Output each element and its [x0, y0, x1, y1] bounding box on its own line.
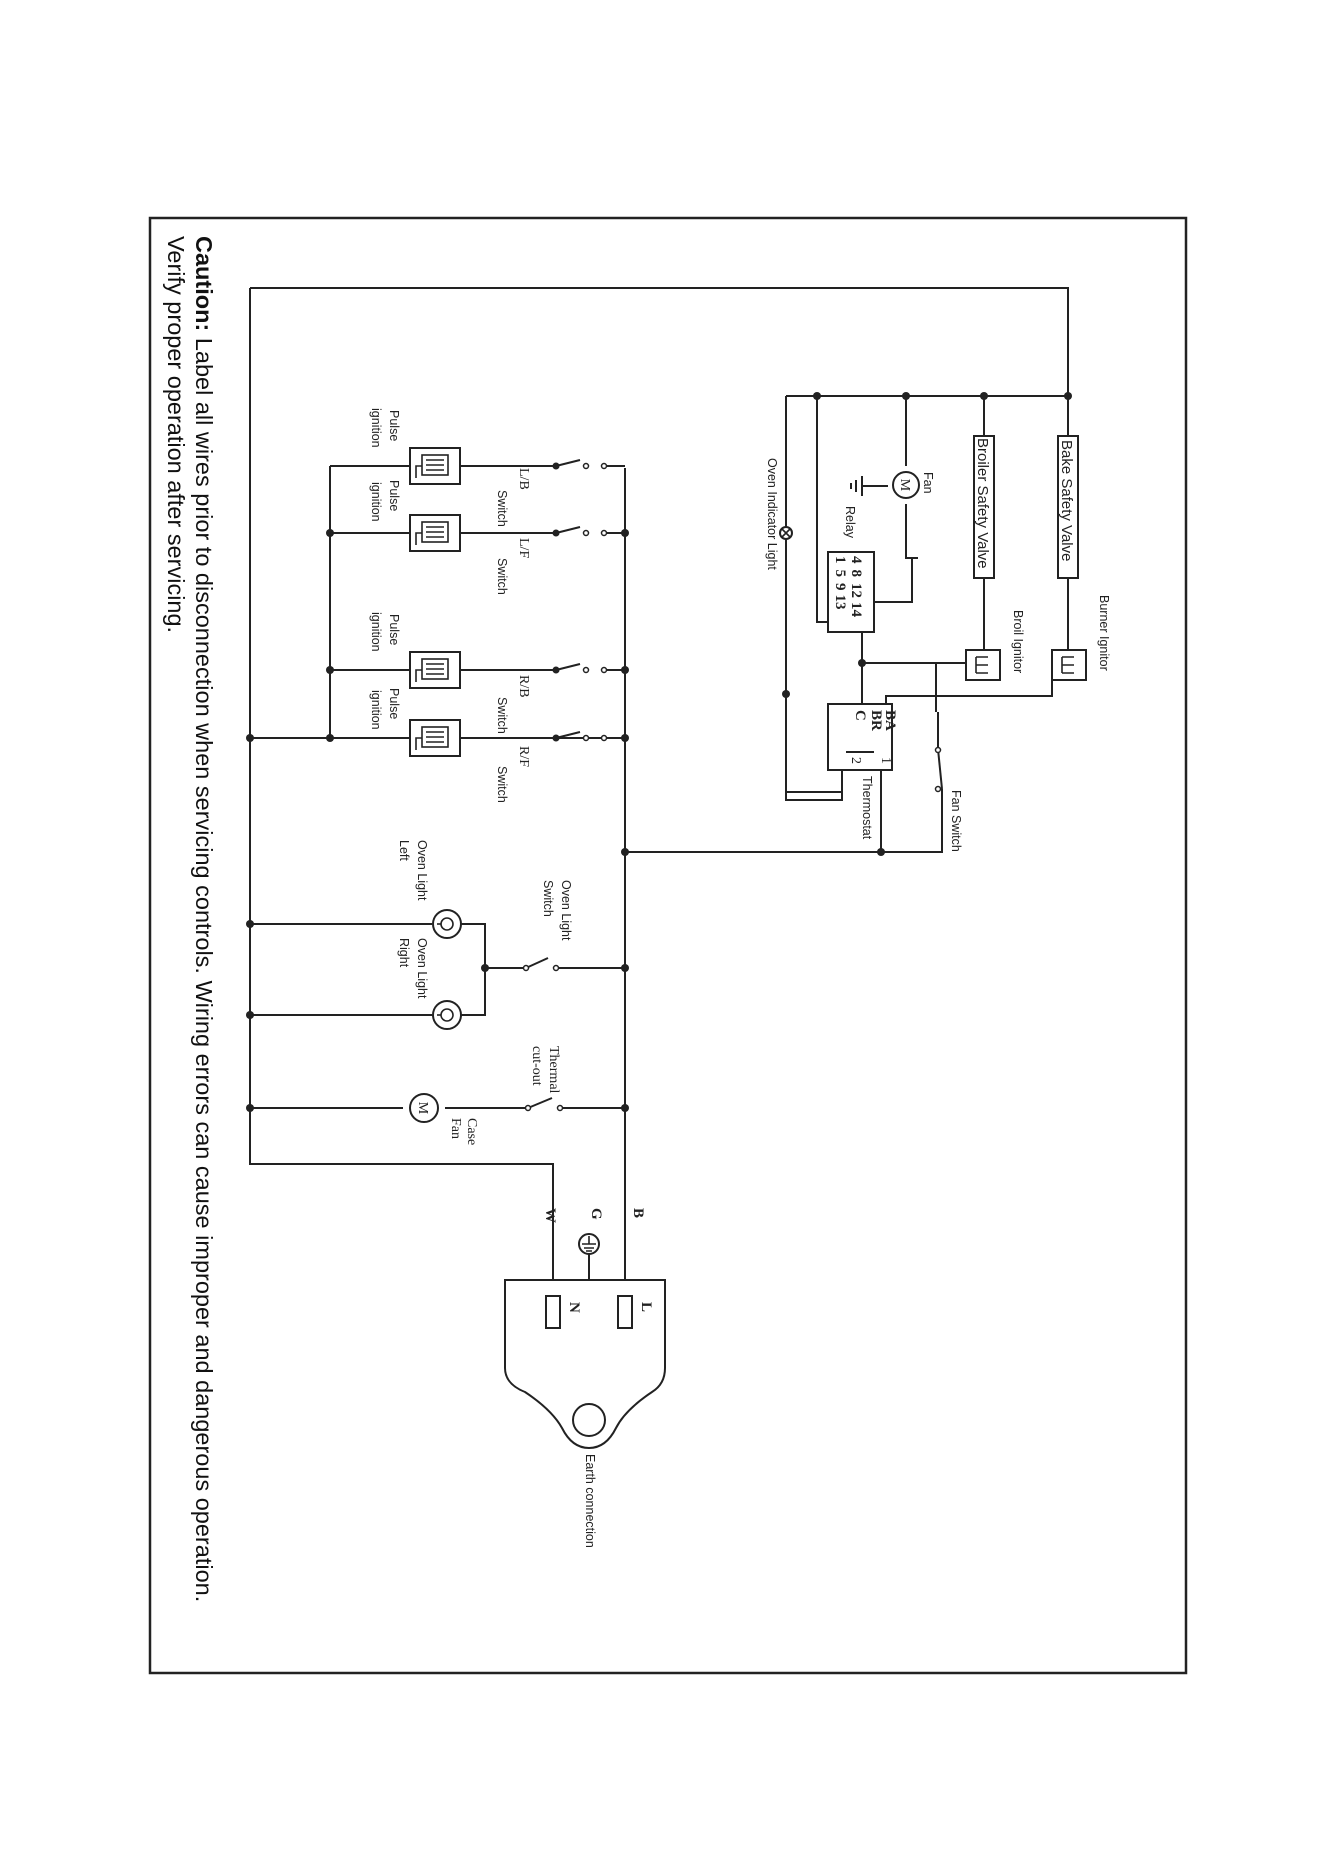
bake-safety-valve [1057, 435, 1079, 579]
broil-ignitor-label: Broil Ignitor [1011, 610, 1025, 673]
caution-heading: Caution: [191, 236, 217, 331]
rf-ignition-label: ignition [369, 690, 383, 730]
thermostat-label: Thermostat [860, 776, 874, 840]
svg-text:BR: BR [868, 710, 884, 731]
fan-label: Fan [921, 472, 935, 494]
caution-line-1: Label all wires prior to disconnection w… [191, 338, 217, 1602]
lb-label: L/B [516, 468, 531, 490]
oven-light-left [432, 909, 462, 939]
svg-text:BA: BA [882, 710, 898, 731]
switch-rf [460, 731, 625, 742]
rb-switch-label: Switch [495, 697, 509, 734]
switch-lb [330, 459, 625, 470]
pulse-ignition-rf [409, 719, 461, 757]
thermal-cutout-label-2: cut-out [529, 1046, 544, 1086]
oven-light-left-label-1: Oven Light [415, 840, 429, 901]
svg-text:481214: 481214 [848, 556, 864, 618]
svg-text:15913: 15913 [832, 556, 848, 610]
switch-rb [330, 663, 625, 674]
oven-light-left-label-2: Left [397, 840, 411, 861]
svg-text:C: C [852, 710, 868, 721]
diagram-frame [148, 216, 1188, 1675]
rf-pulse-label: Pulse [387, 688, 401, 719]
main-wires [249, 287, 1069, 1306]
pulse-ignition-lf [409, 514, 461, 552]
lf-switch-label: Switch [495, 558, 509, 595]
lb-switch-label: Switch [495, 490, 509, 527]
lf-pulse-label: Pulse [387, 480, 401, 511]
svg-text:L: L [638, 1302, 654, 1312]
burner-ignitor-label: Burner Ignitor [1097, 595, 1111, 671]
oven-light-switch-label-1: Oven Light [559, 880, 573, 941]
broiler-safety-valve-label: Broiler Safety Valve [974, 438, 991, 569]
case-fan-motor: M [409, 1093, 439, 1123]
svg-text:N: N [566, 1302, 582, 1313]
rb-ignition-label: ignition [369, 612, 383, 652]
burner-ignitor [1051, 649, 1087, 681]
rf-label: R/F [516, 746, 531, 767]
case-fan-label-2: Fan [448, 1118, 463, 1139]
caution-line-2-text: Verify proper operation after servicing. [163, 236, 189, 633]
pulse-ignition-rb [409, 651, 461, 689]
wire-g-label: G [588, 1208, 604, 1220]
case-fan-label-1: Case [464, 1118, 479, 1145]
lb-pulse-label: Pulse [387, 410, 401, 441]
fan-switch-label: Fan Switch [949, 790, 963, 852]
thermostat: BA BR C 1 2 [827, 703, 898, 771]
svg-text:M: M [897, 479, 912, 492]
svg-text:1: 1 [878, 757, 893, 764]
relay: 481214 15913 [827, 551, 875, 633]
lb-ignition-label: ignition [369, 408, 383, 448]
bake-safety-valve-label: Bake Safety Valve [1058, 440, 1075, 561]
lf-ignition-label: ignition [369, 482, 383, 522]
oven-light-right [432, 1000, 462, 1030]
oven-indicator-light-label: Oven Indicator Light [765, 458, 779, 570]
lf-label: L/F [516, 538, 531, 558]
svg-text:M: M [415, 1102, 430, 1115]
earth-symbol-icon [578, 1233, 600, 1255]
broil-ignitor [965, 649, 1001, 681]
rf-switch-label: Switch [495, 766, 509, 803]
thermal-cutout [524, 1097, 564, 1112]
earth-connection-label: Earth connection [583, 1454, 597, 1548]
relay-label: Relay [843, 506, 857, 539]
oven-light-switch-label-2: Switch [541, 880, 555, 917]
pulse-ignition-lb [409, 447, 461, 485]
svg-text:2: 2 [848, 757, 863, 764]
thermal-cutout-label-1: Thermal [546, 1046, 561, 1094]
oven-light-right-label-1: Oven Light [415, 938, 429, 999]
fan-motor: M [892, 471, 920, 499]
power-plug: L N [504, 1279, 666, 1450]
broiler-safety-valve [973, 435, 995, 579]
switch-lf [330, 526, 625, 537]
wire-w-label: W [542, 1208, 558, 1223]
wire-b-label: B [630, 1208, 646, 1218]
oven-light-right-label-2: Right [397, 938, 411, 968]
rb-pulse-label: Pulse [387, 614, 401, 645]
caution-text: Caution: Label all wires prior to discon… [191, 236, 217, 1602]
fan-switch [934, 746, 942, 793]
rb-label: R/B [516, 675, 531, 698]
oven-light-switch [522, 957, 560, 972]
oven-indicator-light [779, 396, 793, 694]
